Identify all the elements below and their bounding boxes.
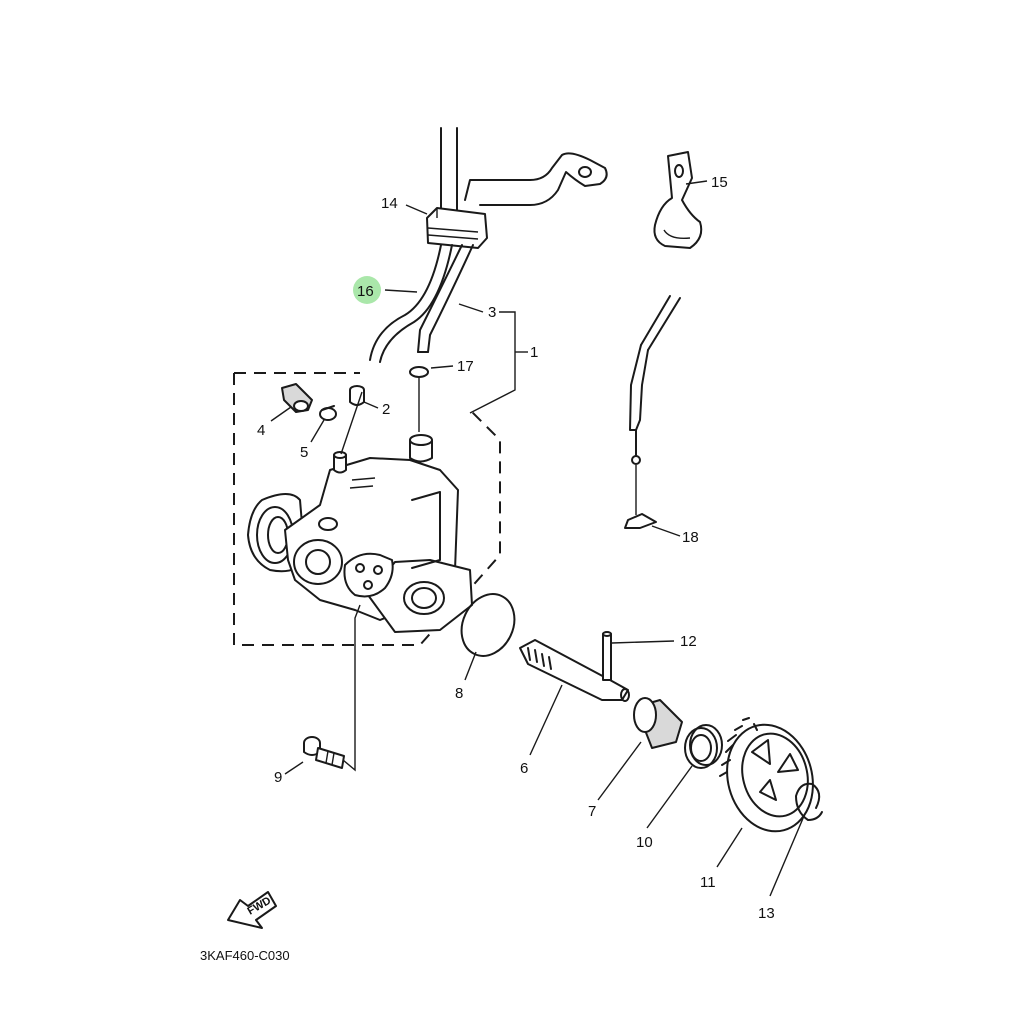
drawing-code: 3KAF460-C030 xyxy=(200,948,290,963)
callout-5[interactable]: 5 xyxy=(300,444,308,461)
clip-17[interactable] xyxy=(409,366,429,432)
oil-pump-body[interactable] xyxy=(247,434,473,633)
callout-16[interactable]: 16 xyxy=(357,283,374,300)
cap-4[interactable] xyxy=(281,383,313,413)
bolt-9[interactable] xyxy=(303,736,345,769)
callout-15[interactable]: 15 xyxy=(711,174,728,191)
fwd-arrow-icon: FWD xyxy=(227,891,277,929)
oil-seal-10[interactable] xyxy=(684,724,723,769)
callout-10[interactable]: 10 xyxy=(636,834,653,851)
callout-13[interactable]: 13 xyxy=(758,905,775,922)
callout-7[interactable]: 7 xyxy=(588,803,596,820)
callout-6[interactable]: 6 xyxy=(520,760,528,777)
bushing-7[interactable] xyxy=(633,697,683,749)
callout-9[interactable]: 9 xyxy=(274,769,282,786)
oil-line-upper xyxy=(440,127,608,216)
circlip-13[interactable] xyxy=(795,782,823,821)
callout-16-highlight xyxy=(353,276,381,304)
collar-2[interactable] xyxy=(349,385,365,406)
oil-hose-16[interactable] xyxy=(369,244,453,363)
callout-14[interactable]: 14 xyxy=(381,195,398,212)
callout-12[interactable]: 12 xyxy=(680,633,697,650)
pin-12[interactable] xyxy=(602,631,612,681)
callout-1[interactable]: 1 xyxy=(530,344,538,361)
drive-shaft-6[interactable] xyxy=(519,639,630,702)
leader-lines xyxy=(270,180,805,897)
callout-3[interactable]: 3 xyxy=(488,304,496,321)
callout-4[interactable]: 4 xyxy=(257,422,265,439)
callout-2[interactable]: 2 xyxy=(382,401,390,418)
pump-assembly-boundary xyxy=(233,372,501,646)
gear-11[interactable] xyxy=(715,715,824,841)
oil-hose-3[interactable] xyxy=(417,244,474,353)
grommet-14[interactable] xyxy=(426,207,488,249)
callout-11[interactable]: 11 xyxy=(700,874,716,891)
callout-8[interactable]: 8 xyxy=(455,685,463,702)
callout-17[interactable]: 17 xyxy=(457,358,474,375)
hose-clip-15[interactable] xyxy=(653,151,703,249)
callout-18[interactable]: 18 xyxy=(682,529,699,546)
pump-cable-18[interactable] xyxy=(624,295,681,529)
callout-labels: 1 2 3 4 5 6 7 8 9 10 11 12 13 14 15 16 1… xyxy=(257,174,775,922)
clip-5[interactable] xyxy=(319,405,337,421)
